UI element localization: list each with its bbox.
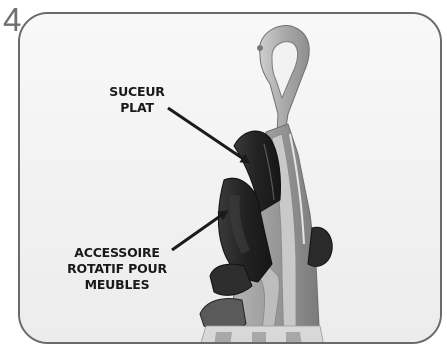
furniture-tool-label: ACCESSOIRE ROTATIF POUR MEUBLES bbox=[42, 245, 192, 293]
product-photo-frame bbox=[18, 12, 442, 344]
vacuum-cleaner-photo bbox=[20, 14, 442, 344]
flat-nozzle-label: SUCEUR PLAT bbox=[86, 84, 188, 116]
